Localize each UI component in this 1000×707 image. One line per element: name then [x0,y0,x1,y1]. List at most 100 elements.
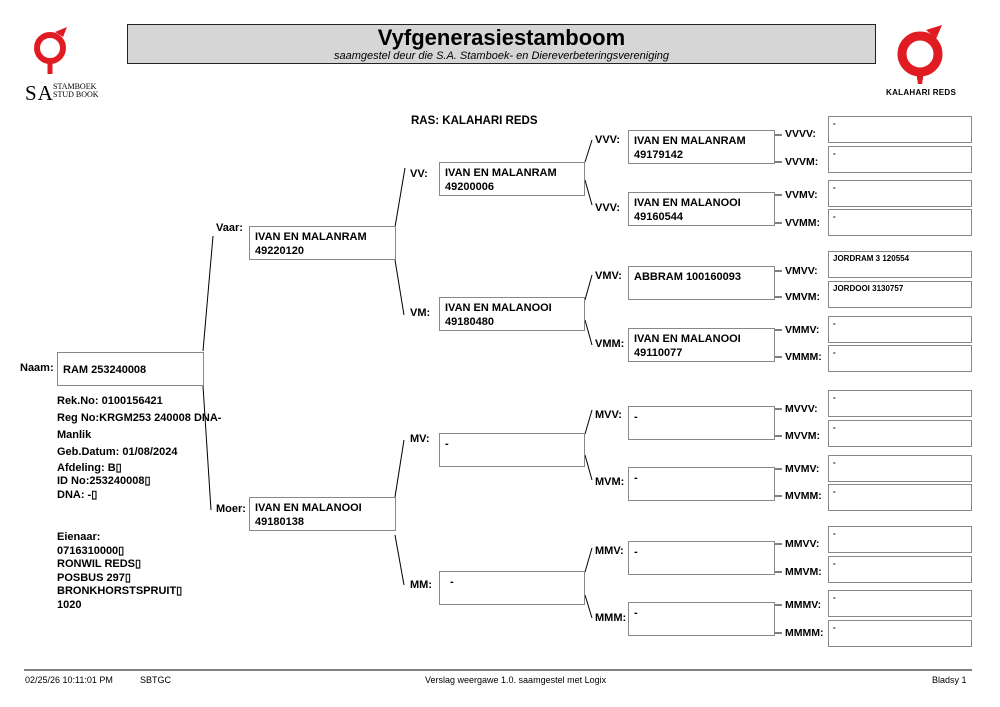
owner-postcode: 1020 [57,598,82,611]
report-title-box: Vyfgenerasiestamboom saamgestel deur die… [127,24,876,64]
report-subtitle: saamgestel deur die S.A. Stamboek- en Di… [333,50,670,62]
gen3-name: - [634,607,638,619]
kalahari-logo-text: KALAHARI REDS [886,88,957,97]
birth-date: Geb.Datum: 01/08/2024 [57,446,178,458]
gen4-box-13: - [828,526,972,553]
gen4-label-2: VVVM: [785,156,819,168]
gen4-label-6: VMVM: [785,291,820,303]
gen2-name: - [450,576,454,588]
report-title: Vyfgenerasiestamboom [377,25,626,50]
gen4-label-4: VVMM: [785,217,820,229]
sa-studbook-logo [34,27,67,74]
gen4-label-9: MVVV: [785,403,818,415]
owner-name: RONWIL REDS▯ [57,558,142,570]
gen3-box-4: IVAN EN MALANOOI 49110077 [628,328,775,362]
gen3-name: IVAN EN MALANOOI [634,197,741,209]
gen2-number: 49200006 [445,181,494,193]
gen4-box-11: - [828,455,972,482]
id-no: ID No:253240008▯ [57,475,151,487]
gen4-label-14: MMVM: [785,566,822,578]
dam-number: 49180138 [255,516,304,528]
gen3-name: IVAN EN MALANRAM [634,135,746,147]
owner-details: Eienaar: 0716310000▯ RONWIL REDS▯ POSBUS… [57,531,242,612]
gen4-label-3: VVMV: [785,189,818,201]
gen2-number: 49180480 [445,316,494,328]
animal-name-box: RAM 253240008 [57,352,204,386]
name-label: Naam: [20,362,54,374]
gen3-name: IVAN EN MALANOOI [634,333,741,345]
gen4-label-8: VMMM: [785,351,822,363]
sa-logo-small-1: STAMBOEK [53,82,97,91]
gen4-label-12: MVMM: [785,490,822,502]
gen3-label-7: MMV: [595,545,624,557]
dam-name: IVAN EN MALANOOI [255,502,362,514]
gen2-box-mv: - [439,433,585,467]
sa-logo-small-2: STUD BOOK [53,90,99,99]
sa-logo-text: SA [25,81,54,105]
owner-label: Eienaar: [57,531,101,543]
gen2-label-vv: VV: [410,168,428,180]
footer-report-version: Verslag weergawe 1.0. saamgestel met Log… [425,675,607,685]
owner-town: BRONKHORSTSPRUIT▯ [57,585,183,597]
division: Afdeling: B▯ [57,462,122,474]
owner-phone: 0716310000▯ [57,544,125,557]
gen4-box-5: JORDRAM 3 120554 [828,251,972,278]
gen3-label-1: VVV: [595,134,621,146]
gen4-box-15: - [828,590,972,617]
kalahari-reds-logo [897,25,943,84]
gen4-label-15: MMMV: [785,599,822,611]
footer-datetime: 02/25/26 10:11:01 PM [25,675,113,685]
gen3-name: - [634,411,638,423]
gen4-box-4: - [828,209,972,236]
gen4-label-10: MVVM: [785,430,820,442]
gen4-label-5: VMVV: [785,265,818,277]
gen3-box-8: - [628,602,775,636]
owner-address: POSBUS 297▯ [57,571,131,584]
breed-label: RAS: KALAHARI REDS [411,115,538,127]
gen3-label-4: VMM: [595,338,625,350]
gen4-box-9: - [828,390,972,417]
gen2-label-mm: MM: [410,579,432,591]
gen4-box-2: - [828,146,972,173]
gen2-box-vm: IVAN EN MALANOOI 49180480 [439,297,585,331]
dam-label: Moer: [216,503,246,515]
gen4-box-7: - [828,316,972,343]
gen3-name: ABBRAM 100160093 [634,271,741,283]
dna: DNA: -▯ [57,489,98,501]
reg-no: Reg No:KRGM253 240008 DNA- [57,412,222,424]
gen3-box-1: IVAN EN MALANRAM 49179142 [628,130,775,164]
gen2-name: IVAN EN MALANOOI [445,302,552,314]
footer-code: SBTGC [140,675,172,685]
dam-box: IVAN EN MALANOOI 49180138 [249,497,396,531]
gen4-box-1: - [828,116,972,143]
gen3-number: 49179142 [634,149,683,161]
footer-page-number: Bladsy 1 [932,675,967,685]
gen3-number: 49160544 [634,211,683,223]
gen4-label-1: VVVV: [785,128,816,140]
gen4-label-11: MVMV: [785,463,820,475]
gen4-box-10: - [828,420,972,447]
gen4-box-12: - [828,484,972,511]
gen3-box-6: - [628,467,775,501]
gen3-name: - [634,546,638,558]
gen2-box-mm: - [439,571,585,605]
gen4-label-7: VMMV: [785,324,820,336]
gen3-name: - [634,472,638,484]
gen4-box-8: - [828,345,972,372]
gen2-name: IVAN EN MALANRAM [445,167,557,179]
gen4-label-13: MMVV: [785,538,820,550]
animal-name: RAM 253240008 [63,364,147,376]
gen3-label-5: MVV: [595,409,622,421]
gen2-label-mv: MV: [410,433,430,445]
rek-no: Rek.No: 0100156421 [57,395,163,407]
gen4-box-14: - [828,556,972,583]
gen3-label-2: VVV: [595,202,621,214]
gen3-label-6: MVM: [595,476,625,488]
animal-details: Rek.No: 0100156421 Reg No:KRGM253 240008… [57,393,242,502]
sire-name: IVAN EN MALANRAM [255,231,367,243]
gen3-box-3: ABBRAM 100160093 [628,266,775,300]
sire-label: Vaar: [216,222,243,234]
sa-logo-small-text: STAMBOEK STUD BOOK [53,83,99,99]
gen4-box-6: JORDOOI 3130757 [828,281,972,308]
